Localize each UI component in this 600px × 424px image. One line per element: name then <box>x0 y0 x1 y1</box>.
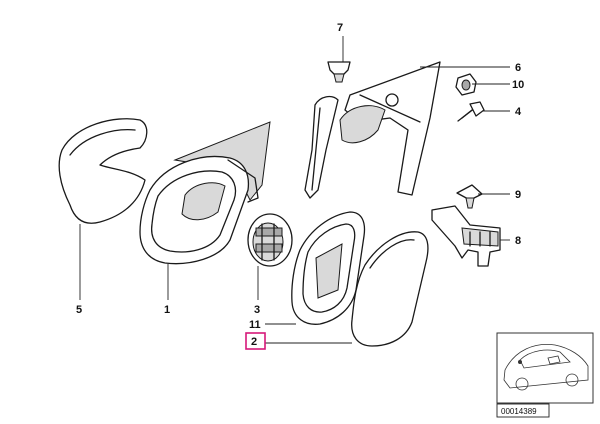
part-3-mirror-motor <box>247 213 293 267</box>
callout-1: 1 <box>164 304 170 316</box>
callout-10: 10 <box>512 79 524 91</box>
callout-5: 5 <box>76 304 82 316</box>
vehicle-locator-inset <box>496 332 594 404</box>
leader-lines <box>79 36 510 344</box>
document-id-label: 00014389 <box>496 403 550 418</box>
part-5-mirror-cap <box>58 118 148 224</box>
part-10-nut <box>455 73 477 96</box>
callout-9: 9 <box>515 189 521 201</box>
callout-2: 2 <box>251 336 257 348</box>
callout-4: 4 <box>515 106 522 118</box>
part-6-mounting-base <box>304 61 441 199</box>
highlight-frame <box>245 332 266 350</box>
callout-8: 8 <box>515 235 521 247</box>
part-2-mirror-glass <box>351 231 429 347</box>
part-9-retaining-clip <box>456 184 483 209</box>
callout-7: 7 <box>337 22 343 34</box>
part-4-screw <box>457 101 485 122</box>
part-11-glass-carrier <box>291 211 366 325</box>
callout-3: 3 <box>254 304 260 316</box>
part-7-clip <box>327 61 351 83</box>
callout-6: 6 <box>515 62 521 74</box>
highlighted-callout-2[interactable]: 2 <box>245 332 266 350</box>
callout-11: 11 <box>249 319 261 331</box>
part-8-connector-bracket <box>431 205 501 267</box>
part-1-mirror-housing <box>139 121 271 265</box>
document-id-text: 00014389 <box>501 407 537 416</box>
